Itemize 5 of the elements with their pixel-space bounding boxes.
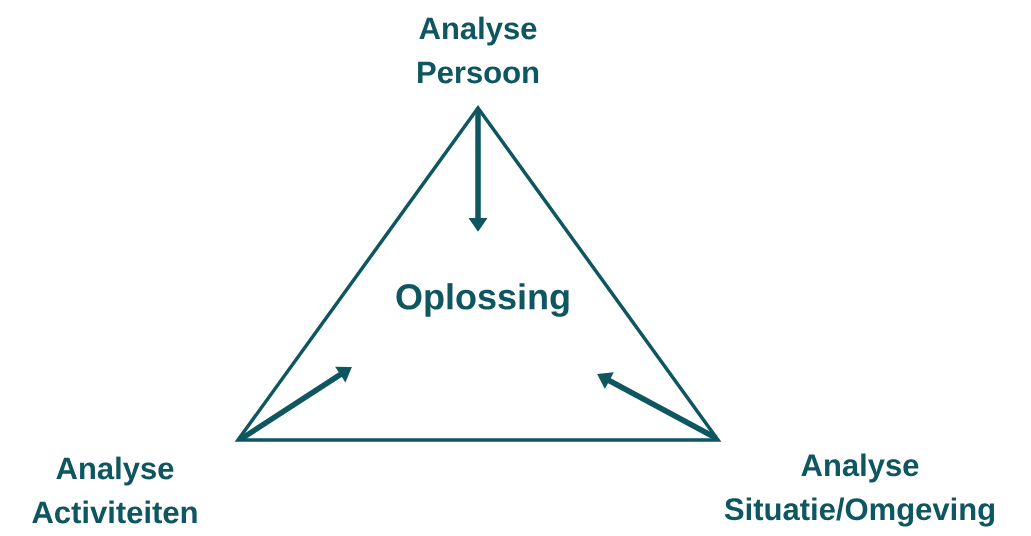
- corner-label: Analyse Activiteiten: [32, 456, 197, 524]
- corner-label: Analyse Persoon: [418, 16, 539, 84]
- arrow: [239, 366, 352, 442]
- corner-label: Analyse Situatie/Omgeving: [724, 453, 995, 527]
- center-label: Oplossing: [396, 283, 569, 317]
